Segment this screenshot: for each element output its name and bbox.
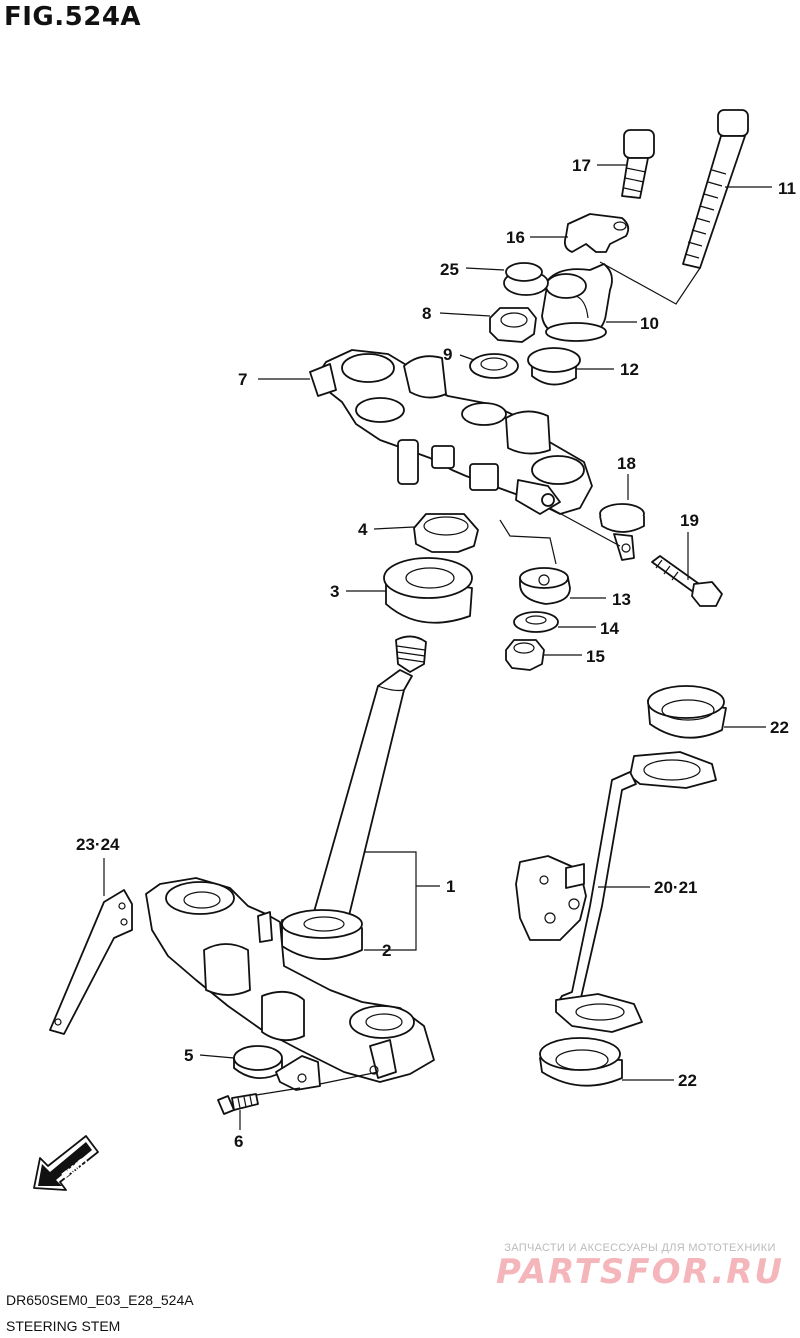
label-17: 17 — [572, 156, 591, 175]
part-19-bolt[interactable] — [651, 555, 723, 607]
label-2: 2 — [382, 941, 391, 960]
label-4: 4 — [358, 520, 368, 539]
figure-title: FIG.524A — [4, 2, 142, 32]
part-7-upper-bracket[interactable] — [309, 349, 593, 515]
label-22-lower: 22 — [678, 1071, 697, 1090]
diagram-name: STEERING STEM — [6, 1318, 121, 1334]
part-11-long-bolt[interactable] — [682, 109, 749, 269]
diagram-code: DR650SEM0_E03_E28_524A — [6, 1292, 194, 1308]
label-16: 16 — [506, 228, 525, 247]
label-7: 7 — [238, 370, 247, 389]
label-10: 10 — [640, 314, 659, 333]
part-18-grommet[interactable] — [599, 503, 645, 561]
label-18: 18 — [617, 454, 636, 473]
lower-bracket — [145, 877, 435, 1083]
part-10-handlebar-holder[interactable] — [541, 263, 613, 342]
part-17-bolt[interactable] — [621, 129, 655, 199]
part-3-bearing[interactable] — [383, 557, 473, 624]
watermark: ЗАПЧАСТИ И АКСЕССУАРЫ ДЛЯ МОТОТЕХНИКИ PA… — [490, 1242, 790, 1292]
label-3: 3 — [330, 582, 339, 601]
label-19: 19 — [680, 511, 699, 530]
part-12-cushion[interactable] — [527, 347, 581, 386]
label-25: 25 — [440, 260, 459, 279]
part-25-cap[interactable] — [503, 262, 549, 296]
label-9: 9 — [443, 345, 452, 364]
part-4-steering-nut[interactable] — [413, 513, 479, 553]
part-5-bushing[interactable] — [233, 1045, 283, 1079]
watermark-tagline: ЗАПЧАСТИ И АКСЕССУАРЫ ДЛЯ МОТОТЕХНИКИ — [504, 1242, 776, 1254]
part-23-24-hose-guide[interactable] — [49, 889, 133, 1035]
label-15: 15 — [586, 647, 605, 666]
label-12: 12 — [620, 360, 639, 379]
label-5: 5 — [184, 1046, 193, 1065]
part-16-handlebar-clamp[interactable] — [563, 213, 630, 253]
part-22-grommet-lower[interactable] — [539, 1037, 623, 1087]
part-2-dust-seal[interactable] — [281, 909, 363, 960]
part-15-nut[interactable] — [505, 639, 545, 671]
part-14-washer[interactable] — [513, 611, 559, 633]
part-22-grommet-upper[interactable] — [647, 685, 727, 739]
label-13: 13 — [612, 590, 631, 609]
label-14: 14 — [600, 619, 619, 638]
small-bracket — [275, 1055, 321, 1091]
label-23-24: 23·24 — [76, 835, 120, 854]
label-22-upper: 22 — [770, 718, 789, 737]
fwd-arrow-icon: FWD — [33, 1135, 99, 1191]
part-20-21-bracket[interactable] — [515, 751, 717, 1033]
part-13-cushion[interactable] — [519, 567, 571, 605]
label-11: 11 — [778, 179, 796, 198]
part-1-steering-stem[interactable] — [309, 635, 427, 929]
label-1: 1 — [446, 877, 455, 896]
label-20-21: 20·21 — [654, 878, 697, 897]
part-6-screw[interactable] — [217, 1093, 259, 1115]
label-6: 6 — [234, 1132, 243, 1151]
part-8-nut[interactable] — [489, 307, 537, 343]
watermark-brand: PARTSFOR.RU — [495, 1252, 785, 1292]
part-9-washer[interactable] — [469, 353, 519, 379]
label-8: 8 — [422, 304, 431, 323]
